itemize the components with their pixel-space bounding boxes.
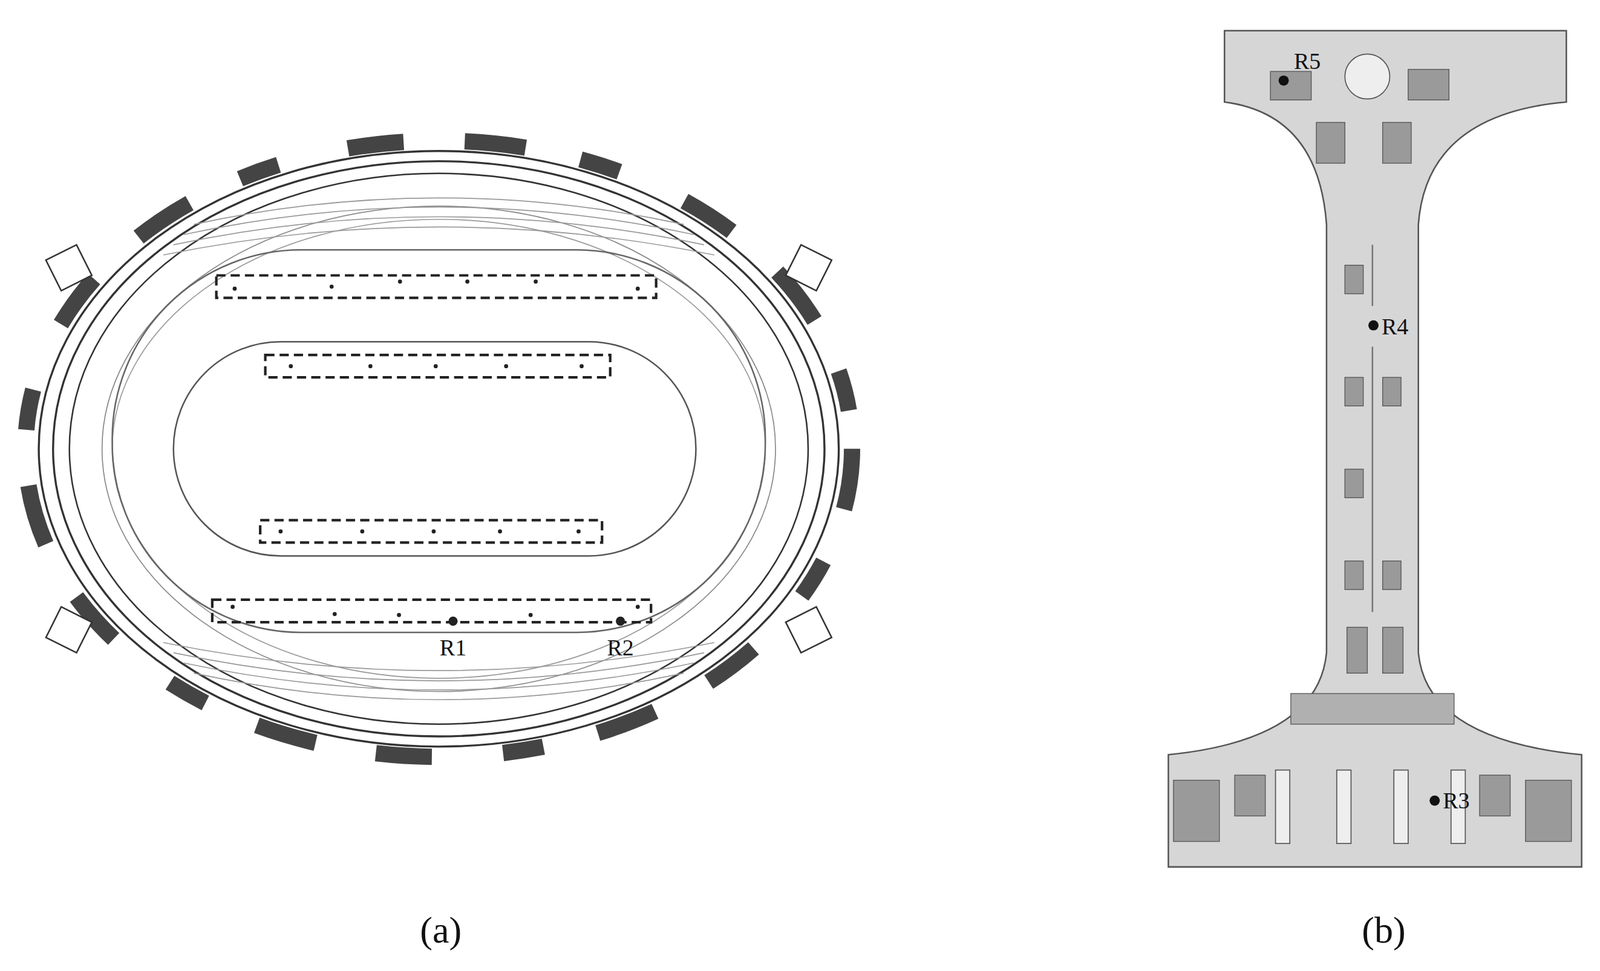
subfigure-label: (b): [1361, 911, 1406, 950]
subfigure-label: (a): [419, 911, 462, 950]
receiver-label: R3: [1442, 789, 1470, 813]
receiver-label: R2: [606, 636, 634, 660]
receiver-label: R4: [1381, 315, 1409, 339]
receiver-label: R1: [439, 636, 467, 660]
receiver-label: R5: [1293, 49, 1321, 73]
